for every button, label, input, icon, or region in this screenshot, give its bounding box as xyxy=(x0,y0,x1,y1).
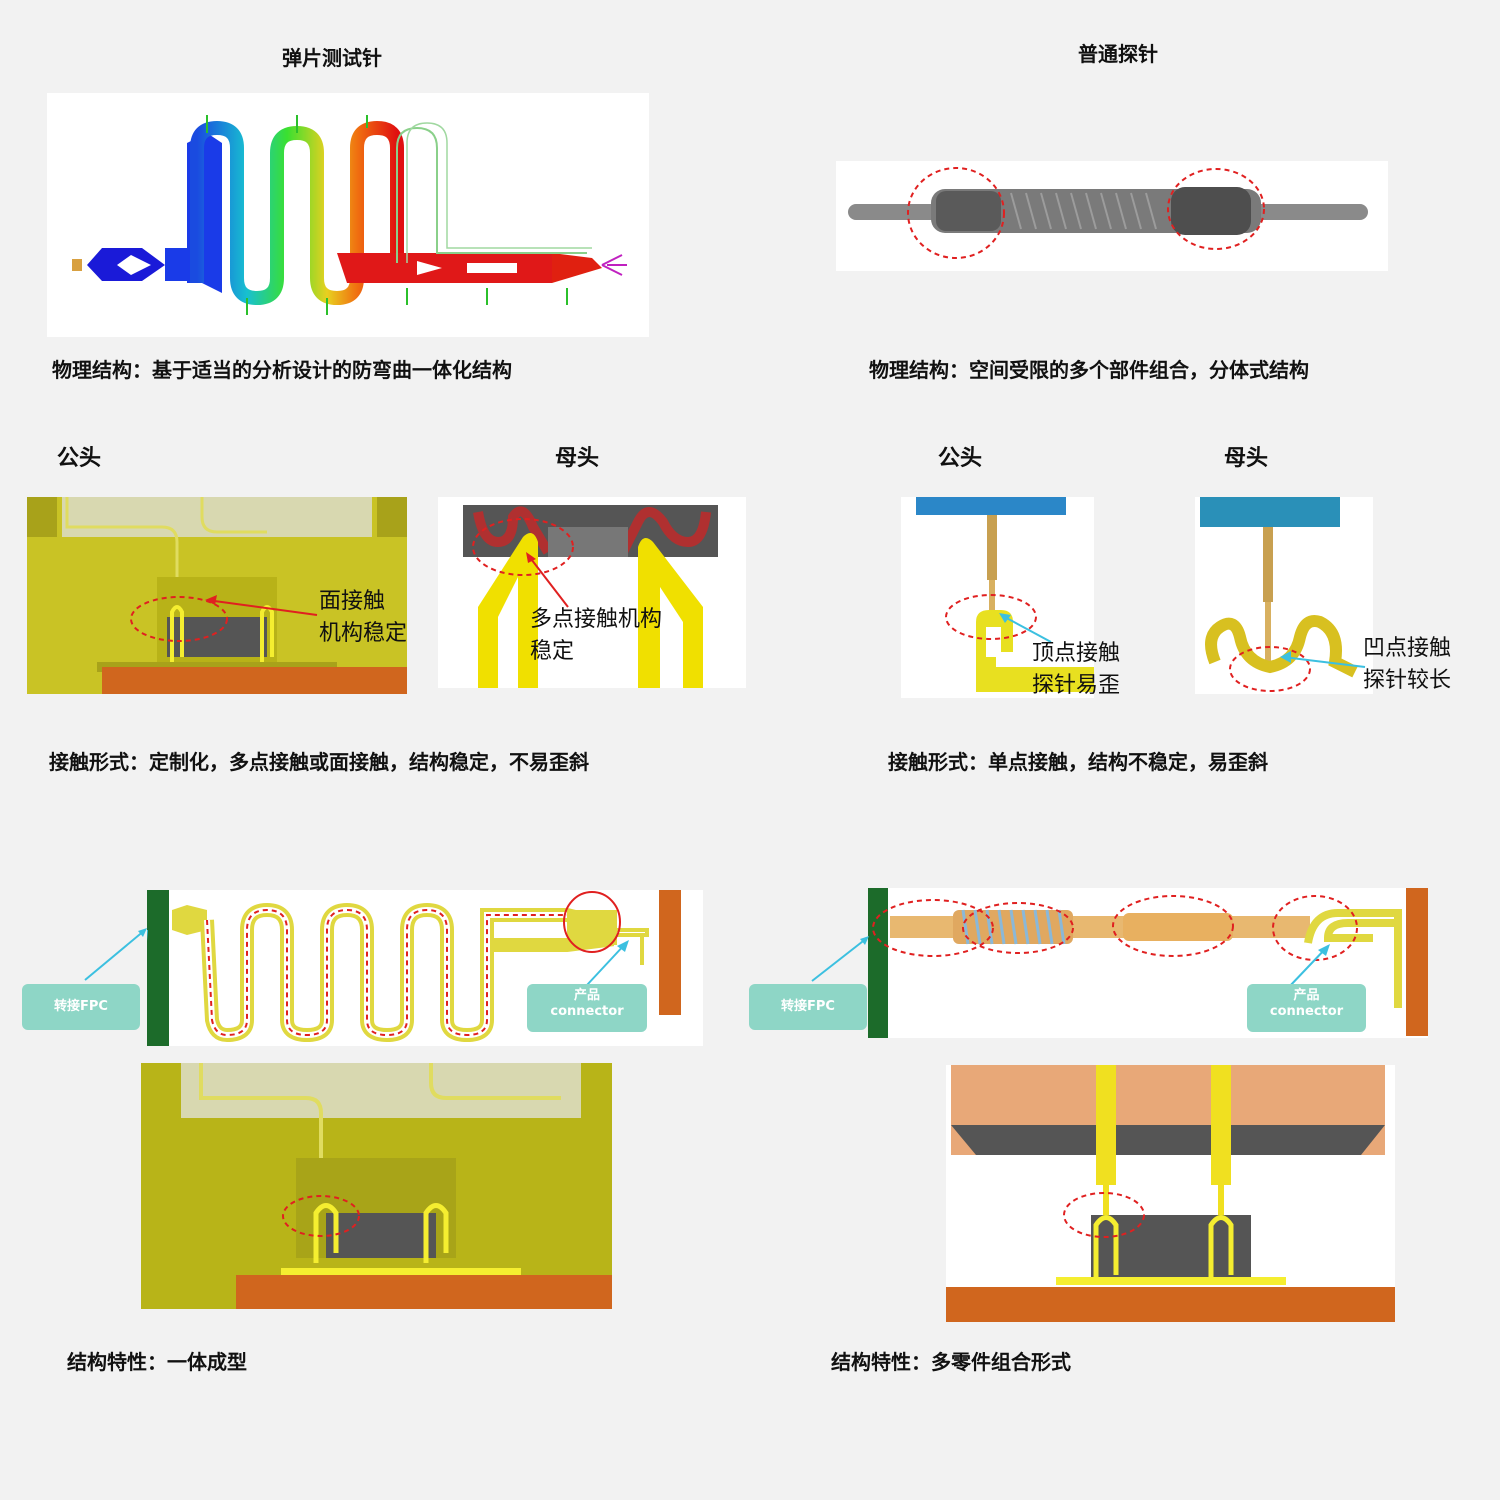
probe-image xyxy=(836,161,1388,271)
left-spring-layout-diagram xyxy=(147,890,703,1046)
left-male-callout-line2: 机构稳定 xyxy=(319,621,408,646)
right-fpc-arrow xyxy=(811,936,869,982)
right-female-probe-diagram xyxy=(1195,497,1373,694)
spring-plate-simulation-image xyxy=(47,93,649,337)
left-connector-label-line1: 产品 xyxy=(573,988,600,1003)
right-male-label: 公头 xyxy=(938,446,983,471)
left-male-label: 公头 xyxy=(57,446,102,471)
right-connector-label-line2: connector xyxy=(1269,1004,1344,1019)
left-female-callout-line2: 稳定 xyxy=(530,639,575,664)
right-female-callout: 凹点接触 探针较长 xyxy=(1363,633,1451,697)
left-title: 弹片测试针 xyxy=(282,46,382,70)
right-male-probe-diagram xyxy=(901,497,1094,698)
right-fpc-label: 转接FPC xyxy=(749,984,867,1030)
left-male-callout: 面接触 机构稳定 xyxy=(319,586,407,650)
left-male-callout-line1: 面接触 xyxy=(319,589,386,614)
right-female-callout-line2: 探针较长 xyxy=(1363,668,1452,693)
right-connector-label-line1: 产品 xyxy=(1293,988,1320,1003)
right-female-callout-line1: 凹点接触 xyxy=(1363,636,1452,661)
left-female-callout: 多点接触机构 稳定 xyxy=(530,604,662,668)
left-fpc-label: 转接FPC xyxy=(22,984,140,1030)
left-female-cross-section xyxy=(438,497,746,688)
right-male-callout-line1: 顶点接触 xyxy=(1032,641,1121,666)
left-fpc-arrow xyxy=(84,928,147,981)
left-connector-label: 产品 connector xyxy=(527,984,647,1032)
left-structure-caption: 结构特性：一体成型 xyxy=(67,1350,247,1374)
left-female-label: 母头 xyxy=(555,446,600,471)
right-contact-caption: 接触形式：单点接触，结构不稳定，易歪斜 xyxy=(888,750,1268,774)
right-female-label: 母头 xyxy=(1224,446,1269,471)
left-assembly-cross-section xyxy=(141,1063,612,1309)
left-physical-caption: 物理结构：基于适当的分析设计的防弯曲一体化结构 xyxy=(52,358,512,382)
left-female-callout-line1: 多点接触机构 xyxy=(530,607,663,632)
right-male-callout: 顶点接触 探针易歪 xyxy=(1032,638,1120,702)
right-assembly-cross-section xyxy=(946,1065,1395,1322)
right-probe-layout-diagram xyxy=(868,888,1428,1038)
right-structure-caption: 结构特性：多零件组合形式 xyxy=(831,1350,1071,1374)
right-male-callout-line2: 探针易歪 xyxy=(1032,673,1121,698)
left-male-cross-section xyxy=(27,497,407,694)
left-contact-caption: 接触形式：定制化，多点接触或面接触，结构稳定，不易歪斜 xyxy=(49,750,589,774)
right-connector-label: 产品 connector xyxy=(1247,984,1366,1032)
left-connector-label-line2: connector xyxy=(550,1004,624,1019)
right-title: 普通探针 xyxy=(1078,42,1158,66)
right-physical-caption: 物理结构：空间受限的多个部件组合，分体式结构 xyxy=(869,358,1309,382)
